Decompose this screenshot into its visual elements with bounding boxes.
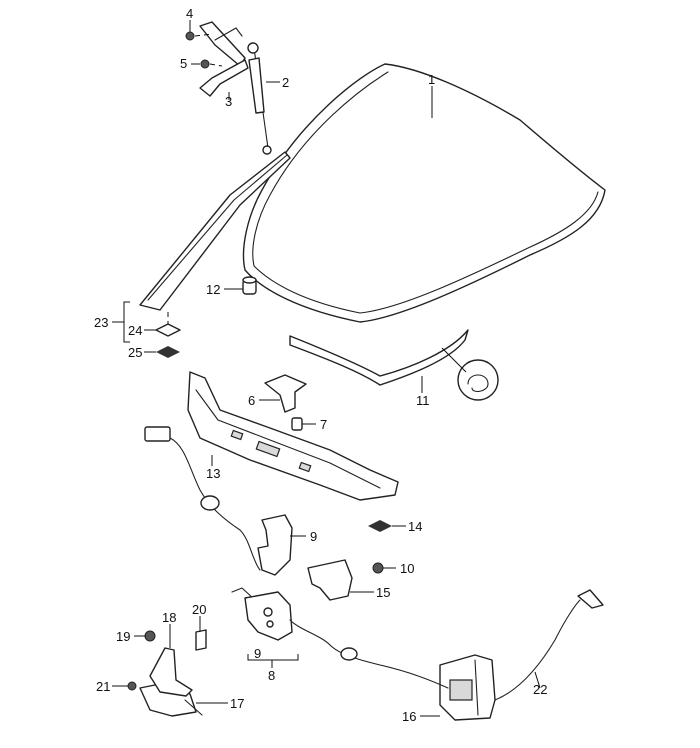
bracket-15: [307, 559, 353, 601]
callout-8: 8: [268, 668, 275, 683]
callout-16: 16: [402, 709, 416, 724]
pad-24: [155, 323, 181, 337]
callout-labels: 1 2 3 4 5 12 23 24 25 6 7 11 13 14 9 10 …: [94, 6, 547, 724]
clip-20: [195, 629, 207, 651]
pad-25: [156, 346, 180, 358]
callout-11: 11: [416, 393, 430, 408]
side-seal-strip: [139, 151, 291, 325]
screw-7: [291, 417, 303, 431]
hood-panel: [242, 63, 606, 323]
callout-4: 4: [186, 6, 193, 21]
callout-14: 14: [408, 519, 422, 534]
callout-25: 25: [128, 345, 142, 360]
leader-lines: [112, 20, 541, 717]
callout-17: 17: [230, 696, 244, 711]
hood-seal: [289, 329, 499, 401]
callout-3: 3: [225, 94, 232, 109]
callout-24: 24: [128, 323, 142, 338]
bracket-18: [149, 647, 193, 697]
callout-23: 23: [94, 315, 108, 330]
callout-22: 22: [533, 682, 547, 697]
release-cable: [329, 589, 604, 701]
callout-6: 6: [248, 393, 255, 408]
callout-5: 5: [180, 56, 187, 71]
callout-7: 7: [320, 417, 327, 432]
callout-21: 21: [96, 679, 110, 694]
bracket-6: [264, 374, 307, 413]
callout-19: 19: [116, 629, 130, 644]
callout-9-upper: 9: [310, 529, 317, 544]
callout-9-lower: 9: [254, 646, 261, 661]
callout-20: 20: [192, 602, 206, 617]
callout-18: 18: [162, 610, 176, 625]
screw-21: [127, 681, 137, 691]
callout-2: 2: [282, 75, 289, 90]
gas-strut: [247, 42, 272, 155]
callout-12: 12: [206, 282, 220, 297]
bump-stop: [242, 276, 257, 295]
lock-cover: [257, 514, 293, 576]
pad-14: [368, 520, 392, 532]
hood-lock: [231, 587, 331, 646]
screw-19: [144, 630, 156, 642]
bolt-10: [372, 562, 384, 574]
callout-1: 1: [428, 72, 435, 87]
hinge-assembly: [185, 21, 249, 97]
release-handle: [439, 654, 496, 721]
connector-cable: [144, 426, 261, 571]
callout-15: 15: [376, 585, 390, 600]
callout-10: 10: [400, 561, 414, 576]
front-crossmember: [187, 371, 399, 501]
callout-13: 13: [206, 466, 220, 481]
